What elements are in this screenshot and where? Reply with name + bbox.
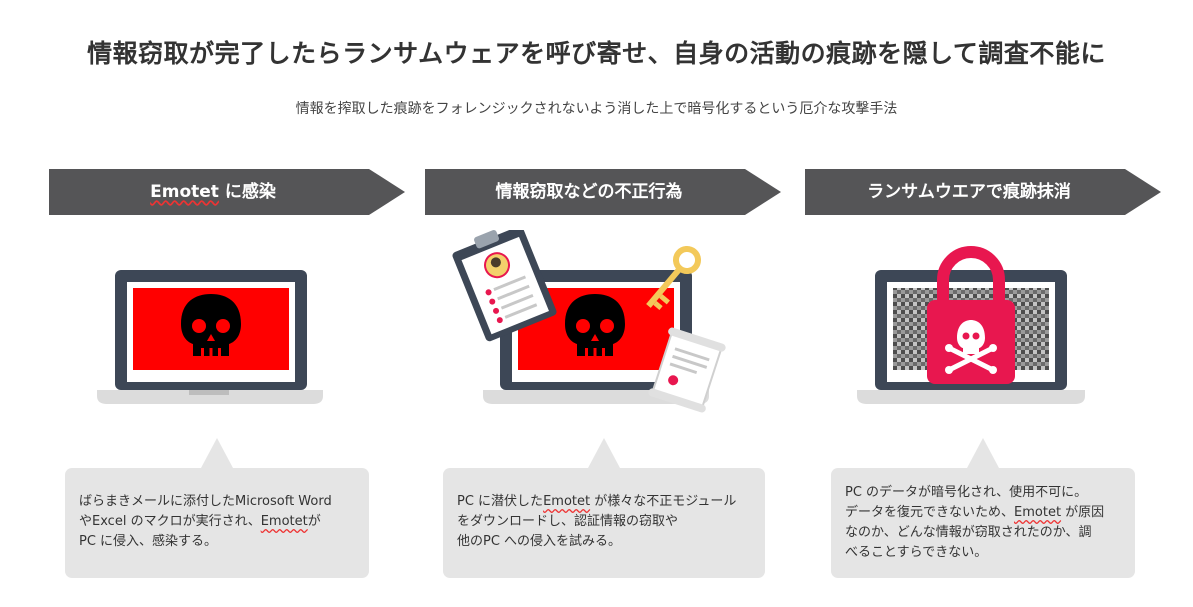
laptop-infected-illustration: [49, 230, 419, 430]
step-2-desc-line-1a: PC に潜伏した: [457, 494, 543, 509]
step-3-banner: ランサムウエアで痕跡抹消: [805, 169, 1161, 215]
step-1-desc-line-2-text: やExcel のマクロが実行され、: [79, 514, 261, 529]
step-2-desc-line-1: PC に潜伏したEmotet が様々な不正モジュール: [457, 492, 753, 512]
step-2-desc-line-2: をダウンロードし、認証情報の窃取や: [457, 512, 753, 532]
step-3-desc-keyword: Emotet: [1014, 505, 1061, 520]
laptop-theft-illustration: [425, 230, 795, 430]
step-1-banner-keyword: Emotet: [150, 182, 219, 202]
step-1-description: ばらまきメールに添付したMicrosoft Word やExcel のマクロが実…: [65, 468, 369, 578]
step-1-banner: Emotet に感染: [49, 169, 405, 215]
step-1-desc-after: が: [308, 514, 321, 529]
laptop-ransomware-illustration: [805, 230, 1175, 430]
step-2-desc-keyword: Emotet: [543, 494, 590, 509]
step-3-desc-line-4: べることすらできない。: [845, 543, 1123, 563]
step-1-desc-line-3: PC に侵入、感染する。: [79, 532, 357, 552]
step-3-desc-line-2a: データを復元できないため、: [845, 505, 1014, 520]
step-2-description: PC に潜伏したEmotet が様々な不正モジュール をダウンロードし、認証情報…: [443, 468, 765, 578]
step-2-desc-line-1b: が様々な不正モジュール: [590, 494, 736, 509]
step-3-description: PC のデータが暗号化され、使用不可に。 データを復元できないため、Emotet…: [831, 468, 1135, 578]
step-1-desc-line-2: やExcel のマクロが実行され、Emotetが: [79, 512, 357, 532]
step-3-desc-line-1: PC のデータが暗号化され、使用不可に。: [845, 483, 1123, 503]
step-1-desc-keyword: Emotet: [261, 514, 308, 529]
step-3-desc-line-2b: が原因: [1061, 505, 1104, 520]
step-1-banner-text: に感染: [219, 182, 276, 202]
step-3-desc-line-2: データを復元できないため、Emotet が原因: [845, 503, 1123, 523]
step-1-desc-line-1: ばらまきメールに添付したMicrosoft Word: [79, 492, 357, 512]
step-3-desc-line-3: なのか、どんな情報が窃取されたのか、調: [845, 523, 1123, 543]
step-2-desc-line-3: 他のPC への侵入を試みる。: [457, 532, 753, 552]
step-2-banner: 情報窃取などの不正行為: [425, 169, 781, 215]
